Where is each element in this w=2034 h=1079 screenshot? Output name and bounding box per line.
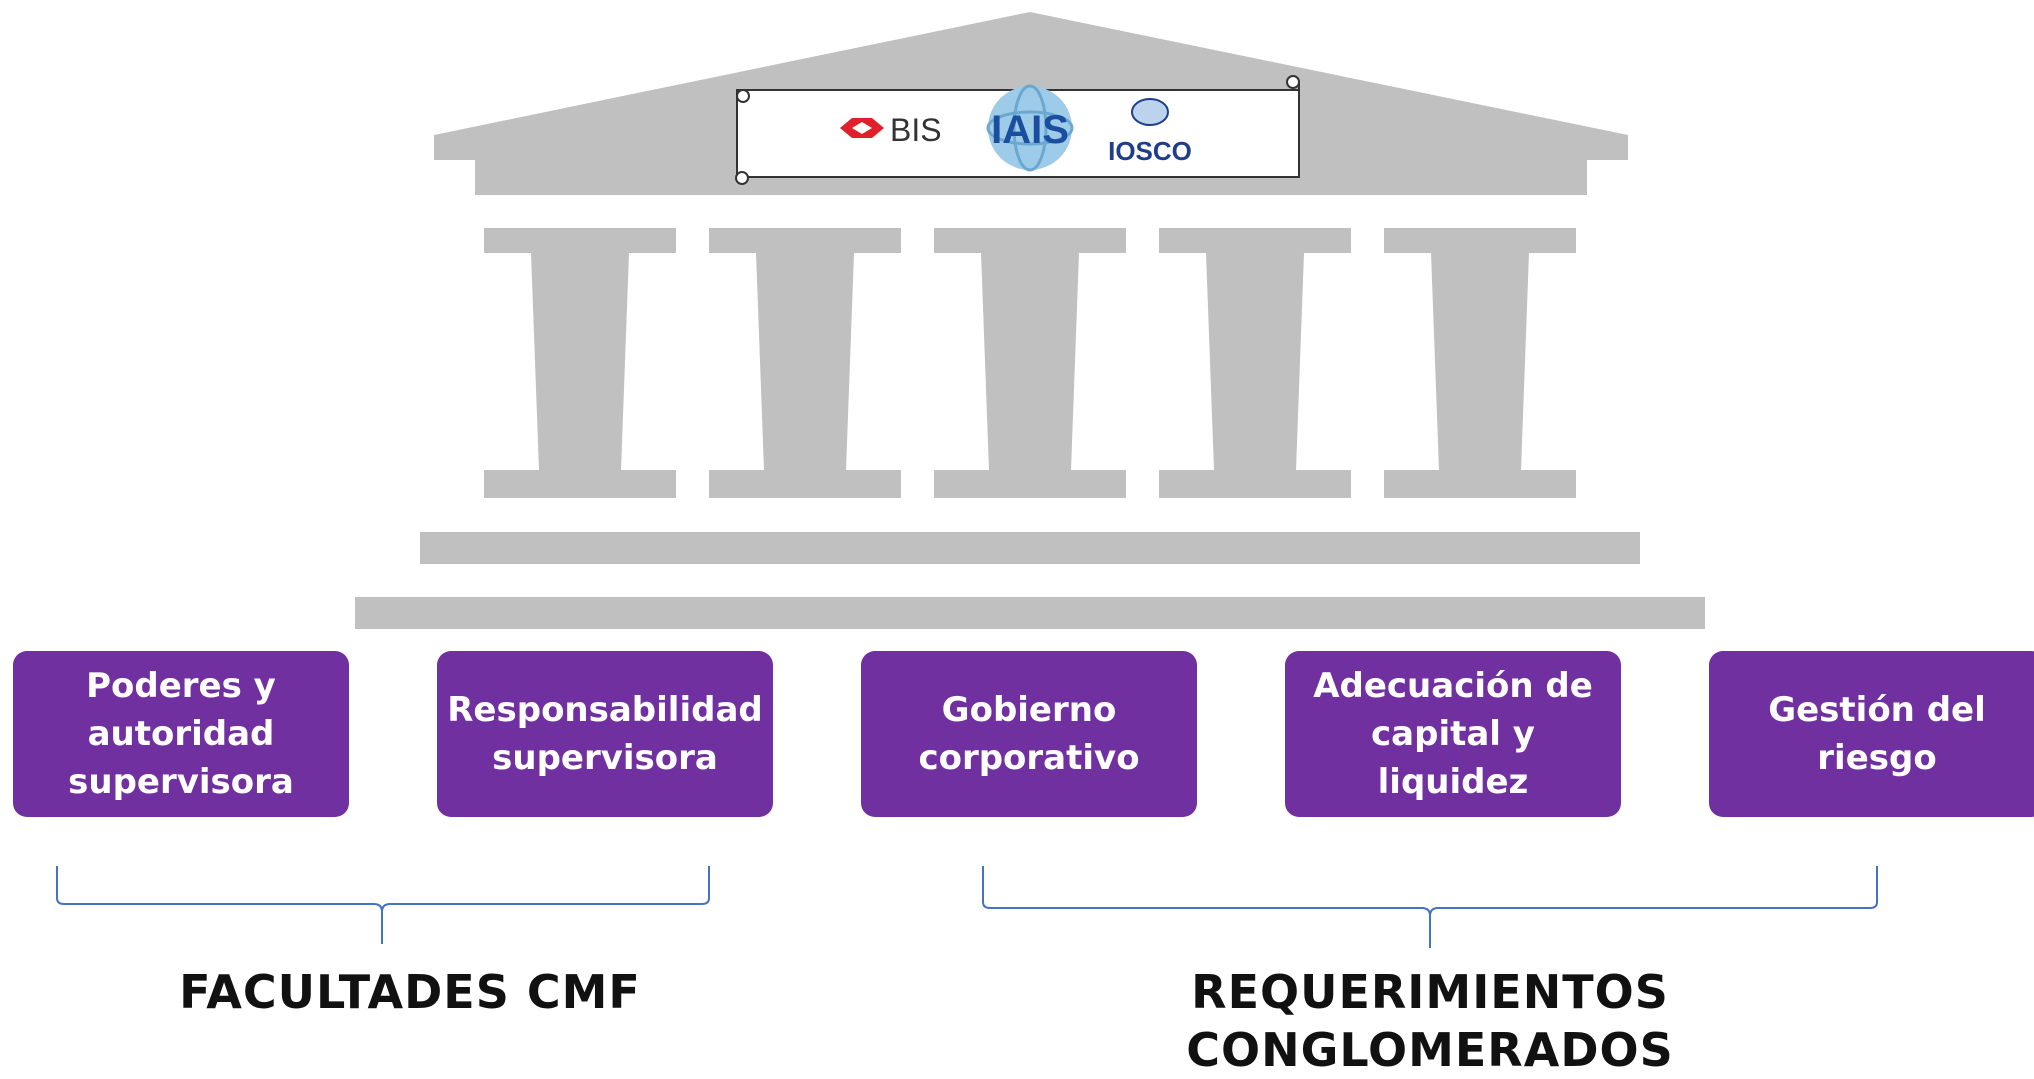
temple-column [1384,228,1576,498]
iosco-logo: IOSCO [1108,98,1192,166]
temple-column [1159,228,1351,498]
temple-columns [484,228,1576,498]
svg-text:IOSCO: IOSCO [1108,136,1192,166]
right-brace [982,866,1878,948]
temple-column [709,228,901,498]
svg-text:BIS: BIS [890,112,942,148]
temple-column [484,228,676,498]
temple-column [934,228,1126,498]
temple-upper-step [420,532,1640,564]
left-brace [56,866,710,944]
iais-logo: IAIS [986,84,1074,172]
bis-logo: BIS [840,112,942,148]
temple-lower-step [355,597,1705,629]
svg-text:IAIS: IAIS [991,108,1069,152]
group-label-facultades: FACULTADES CMF [179,965,641,1019]
